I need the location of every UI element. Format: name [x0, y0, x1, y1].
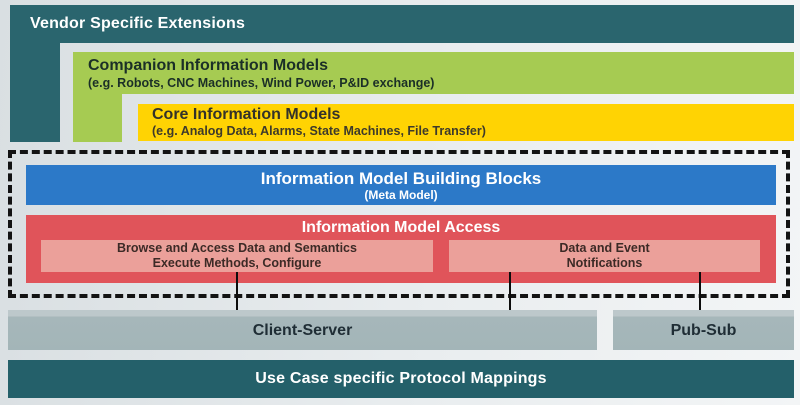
- core-models-subtitle: (e.g. Analog Data, Alarms, State Machine…: [152, 124, 486, 138]
- building-blocks-title: Information Model Building Blocks: [260, 169, 542, 188]
- information-model-scope-frame: [8, 150, 790, 298]
- browse-access-line2: Execute Methods, Configure: [152, 256, 322, 270]
- data-event-notifications-box: Data and Event Notifications: [449, 240, 760, 272]
- client-server-label: Client-Server: [252, 322, 353, 339]
- notifications-line1: Data and Event: [559, 241, 650, 255]
- companion-models-left-column: [73, 93, 122, 142]
- vendor-extensions-left-column: [10, 42, 60, 142]
- companion-models-subtitle: (e.g. Robots, CNC Machines, Wind Power, …: [88, 76, 435, 90]
- protocol-mappings-bar: Use Case specific Protocol Mappings: [8, 360, 794, 398]
- connector-line-notifications-to-client-server: [509, 272, 511, 311]
- connector-line-browse-to-client-server: [236, 272, 238, 311]
- vendor-extensions-title: Vendor Specific Extensions: [30, 15, 246, 32]
- core-models-layer: Core Information Models (e.g. Analog Dat…: [138, 104, 794, 141]
- protocol-mappings-title: Use Case specific Protocol Mappings: [255, 370, 547, 387]
- companion-models-layer: Companion Information Models (e.g. Robot…: [73, 52, 794, 94]
- building-blocks-bar: Information Model Building Blocks (Meta …: [26, 165, 776, 205]
- client-server-box: Client-Server: [8, 310, 597, 350]
- pub-sub-label: Pub-Sub: [670, 322, 737, 339]
- core-models-title: Core Information Models: [152, 106, 341, 123]
- building-blocks-subtitle: (Meta Model): [364, 188, 438, 202]
- model-access-title: Information Model Access: [301, 219, 501, 236]
- vendor-extensions-layer: Vendor Specific Extensions: [10, 5, 794, 43]
- notifications-line2: Notifications: [566, 256, 643, 270]
- companion-models-title: Companion Information Models: [88, 57, 328, 74]
- model-access-bar: Information Model Access Browse and Acce…: [26, 215, 776, 283]
- browse-access-box: Browse and Access Data and Semantics Exe…: [41, 240, 433, 272]
- pub-sub-box: Pub-Sub: [613, 310, 794, 350]
- browse-access-line1: Browse and Access Data and Semantics: [117, 241, 357, 255]
- connector-line-notifications-to-pub-sub: [699, 272, 701, 311]
